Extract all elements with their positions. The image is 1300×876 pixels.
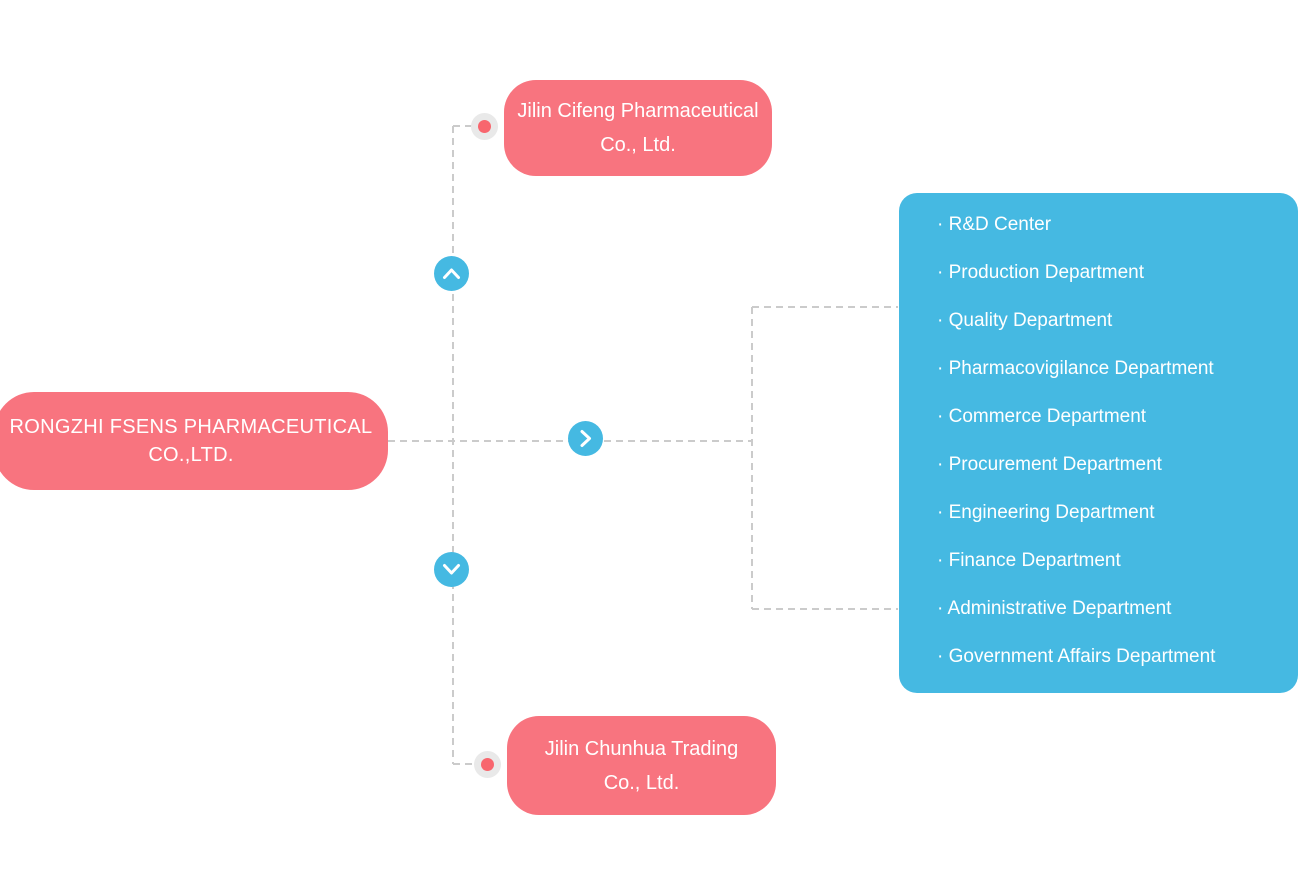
department-item: · Engineering Department: [937, 502, 1155, 523]
subsidiary-chunhua-node: Jilin Chunhua Trading Co., Ltd.: [507, 716, 776, 815]
parent-company-node: RONGZHI FSENS PHARMACEUTICAL CO.,LTD.: [0, 392, 388, 490]
chevron-right-icon: [580, 430, 591, 447]
subsidiary-bottom-marker-icon: [474, 751, 501, 778]
departments-panel: · R&D Center · Production Department · Qua…: [899, 193, 1298, 693]
department-item: · Commerce Department: [937, 406, 1147, 427]
chevron-up-button[interactable]: [434, 256, 469, 291]
chevron-down-icon: [443, 564, 460, 575]
subsidiary-chunhua-name-line2: Co., Ltd.: [603, 771, 680, 794]
department-list: · R&D Center · Production Department · Qua…: [937, 201, 1278, 681]
marker-dot: [481, 758, 494, 771]
marker-dot: [478, 120, 491, 133]
subsidiary-chunhua-name-line1: Jilin Chunhua Trading: [544, 737, 739, 760]
department-item: · Procurement Department: [937, 454, 1162, 475]
chevron-right-button[interactable]: [568, 421, 603, 456]
subsidiary-cifeng-name-line2: Co., Ltd.: [600, 134, 676, 156]
subsidiary-cifeng-node: Jilin Cifeng Pharmaceutical Co., Ltd.: [504, 80, 772, 176]
department-item: · Government Affairs Department: [937, 646, 1216, 667]
department-item: · Production Department: [937, 262, 1144, 283]
subsidiary-top-marker-icon: [471, 113, 498, 140]
parent-company-name-line2: CO.,LTD.: [148, 444, 234, 466]
chevron-up-icon: [443, 268, 460, 279]
parent-company-name-line1: RONGZHI FSENS PHARMACEUTICAL: [9, 416, 373, 438]
department-item: · Finance Department: [937, 550, 1121, 571]
chevron-down-button[interactable]: [434, 552, 469, 587]
department-item: · Quality Department: [937, 310, 1113, 331]
department-item: · Pharmacovigilance Department: [937, 358, 1214, 379]
subsidiary-cifeng-name-line1: Jilin Cifeng Pharmaceutical: [517, 100, 759, 122]
department-item: · Administrative Department: [937, 598, 1172, 619]
department-item: · R&D Center: [937, 214, 1052, 235]
